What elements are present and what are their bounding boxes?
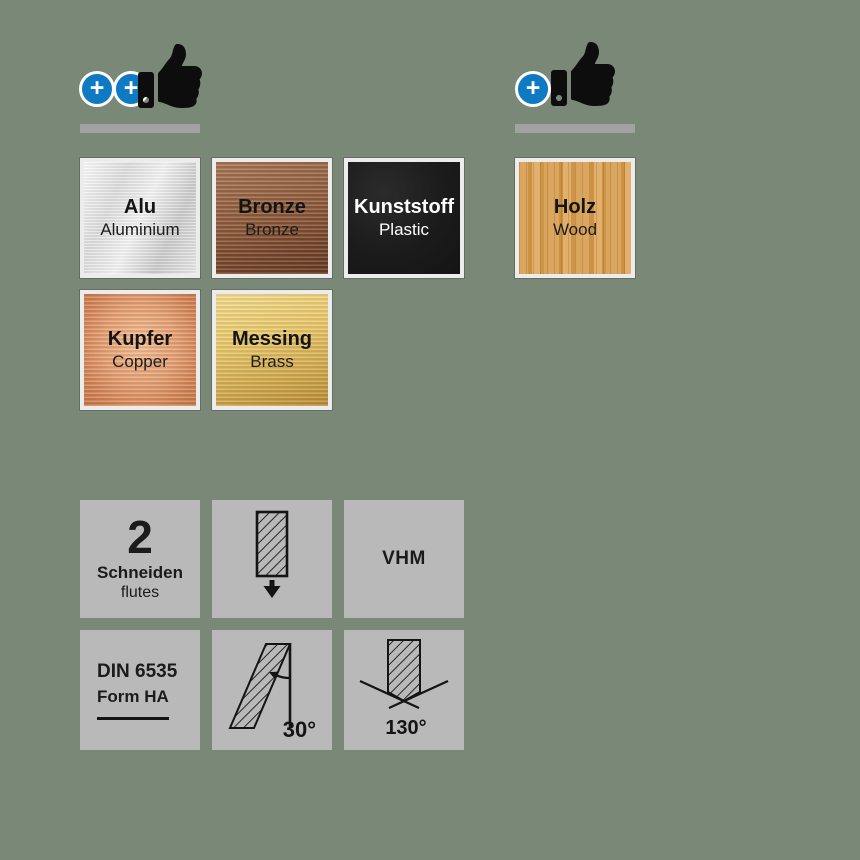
material-swatch-messing: Messing Brass: [212, 290, 332, 410]
spec-flutes: 2 Schneiden flutes: [80, 500, 200, 618]
din-standard: DIN 6535: [97, 660, 178, 682]
material-title: Kupfer: [107, 328, 173, 351]
thumbs-up-icon: [551, 42, 615, 106]
material-swatch-bronze: Bronze Bronze: [212, 158, 332, 278]
material-subtitle: Bronze: [245, 220, 299, 240]
point-angle-value: 130°: [385, 717, 426, 739]
material-subtitle: Brass: [250, 352, 294, 372]
material-swatch-alu: Alu Aluminium: [80, 158, 200, 278]
spec-drill-direction: [212, 500, 332, 618]
material-title: Bronze: [238, 196, 306, 219]
flutes-label: Schneiden: [97, 562, 183, 582]
right-group-underline-bar: [515, 124, 635, 133]
material-subtitle: Wood: [552, 220, 598, 240]
din-form: Form HA: [97, 686, 169, 706]
thumbs-up-icon: [138, 44, 202, 108]
spec-din-6535: DIN 6535 Form HA: [80, 630, 200, 750]
material-swatch-holz: Holz Wood: [515, 158, 635, 278]
material-title: Kunststoff: [354, 196, 454, 219]
spec-point-angle-130: 130°: [344, 630, 464, 750]
material-swatch-kunststoff: Kunststoff Plastic: [344, 158, 464, 278]
material-title: Holz: [553, 196, 597, 219]
plus-icon: +: [79, 71, 115, 107]
spec-material-vhm: VHM: [344, 500, 464, 618]
din-underline: [97, 716, 169, 720]
material-subtitle: Plastic: [378, 220, 430, 240]
plus-icon: +: [515, 71, 551, 107]
material-swatch-kupfer: Kupfer Copper: [80, 290, 200, 410]
material-title: Alu: [123, 196, 157, 219]
left-group-underline-bar: [80, 124, 200, 133]
flutes-sublabel: flutes: [120, 583, 160, 601]
spec-helix-angle-30: 30°: [212, 630, 332, 750]
helix-angle-value: 30°: [283, 717, 316, 742]
material-code: VHM: [382, 548, 426, 569]
material-title: Messing: [231, 328, 313, 351]
drill-bit-down-arrow-icon: [255, 510, 289, 598]
material-subtitle: Copper: [112, 352, 168, 372]
flutes-number: 2: [127, 511, 153, 564]
material-subtitle: Aluminium: [100, 220, 180, 240]
point-angle-icon: 130°: [359, 639, 449, 739]
helix-angle-icon: 30°: [228, 643, 316, 742]
